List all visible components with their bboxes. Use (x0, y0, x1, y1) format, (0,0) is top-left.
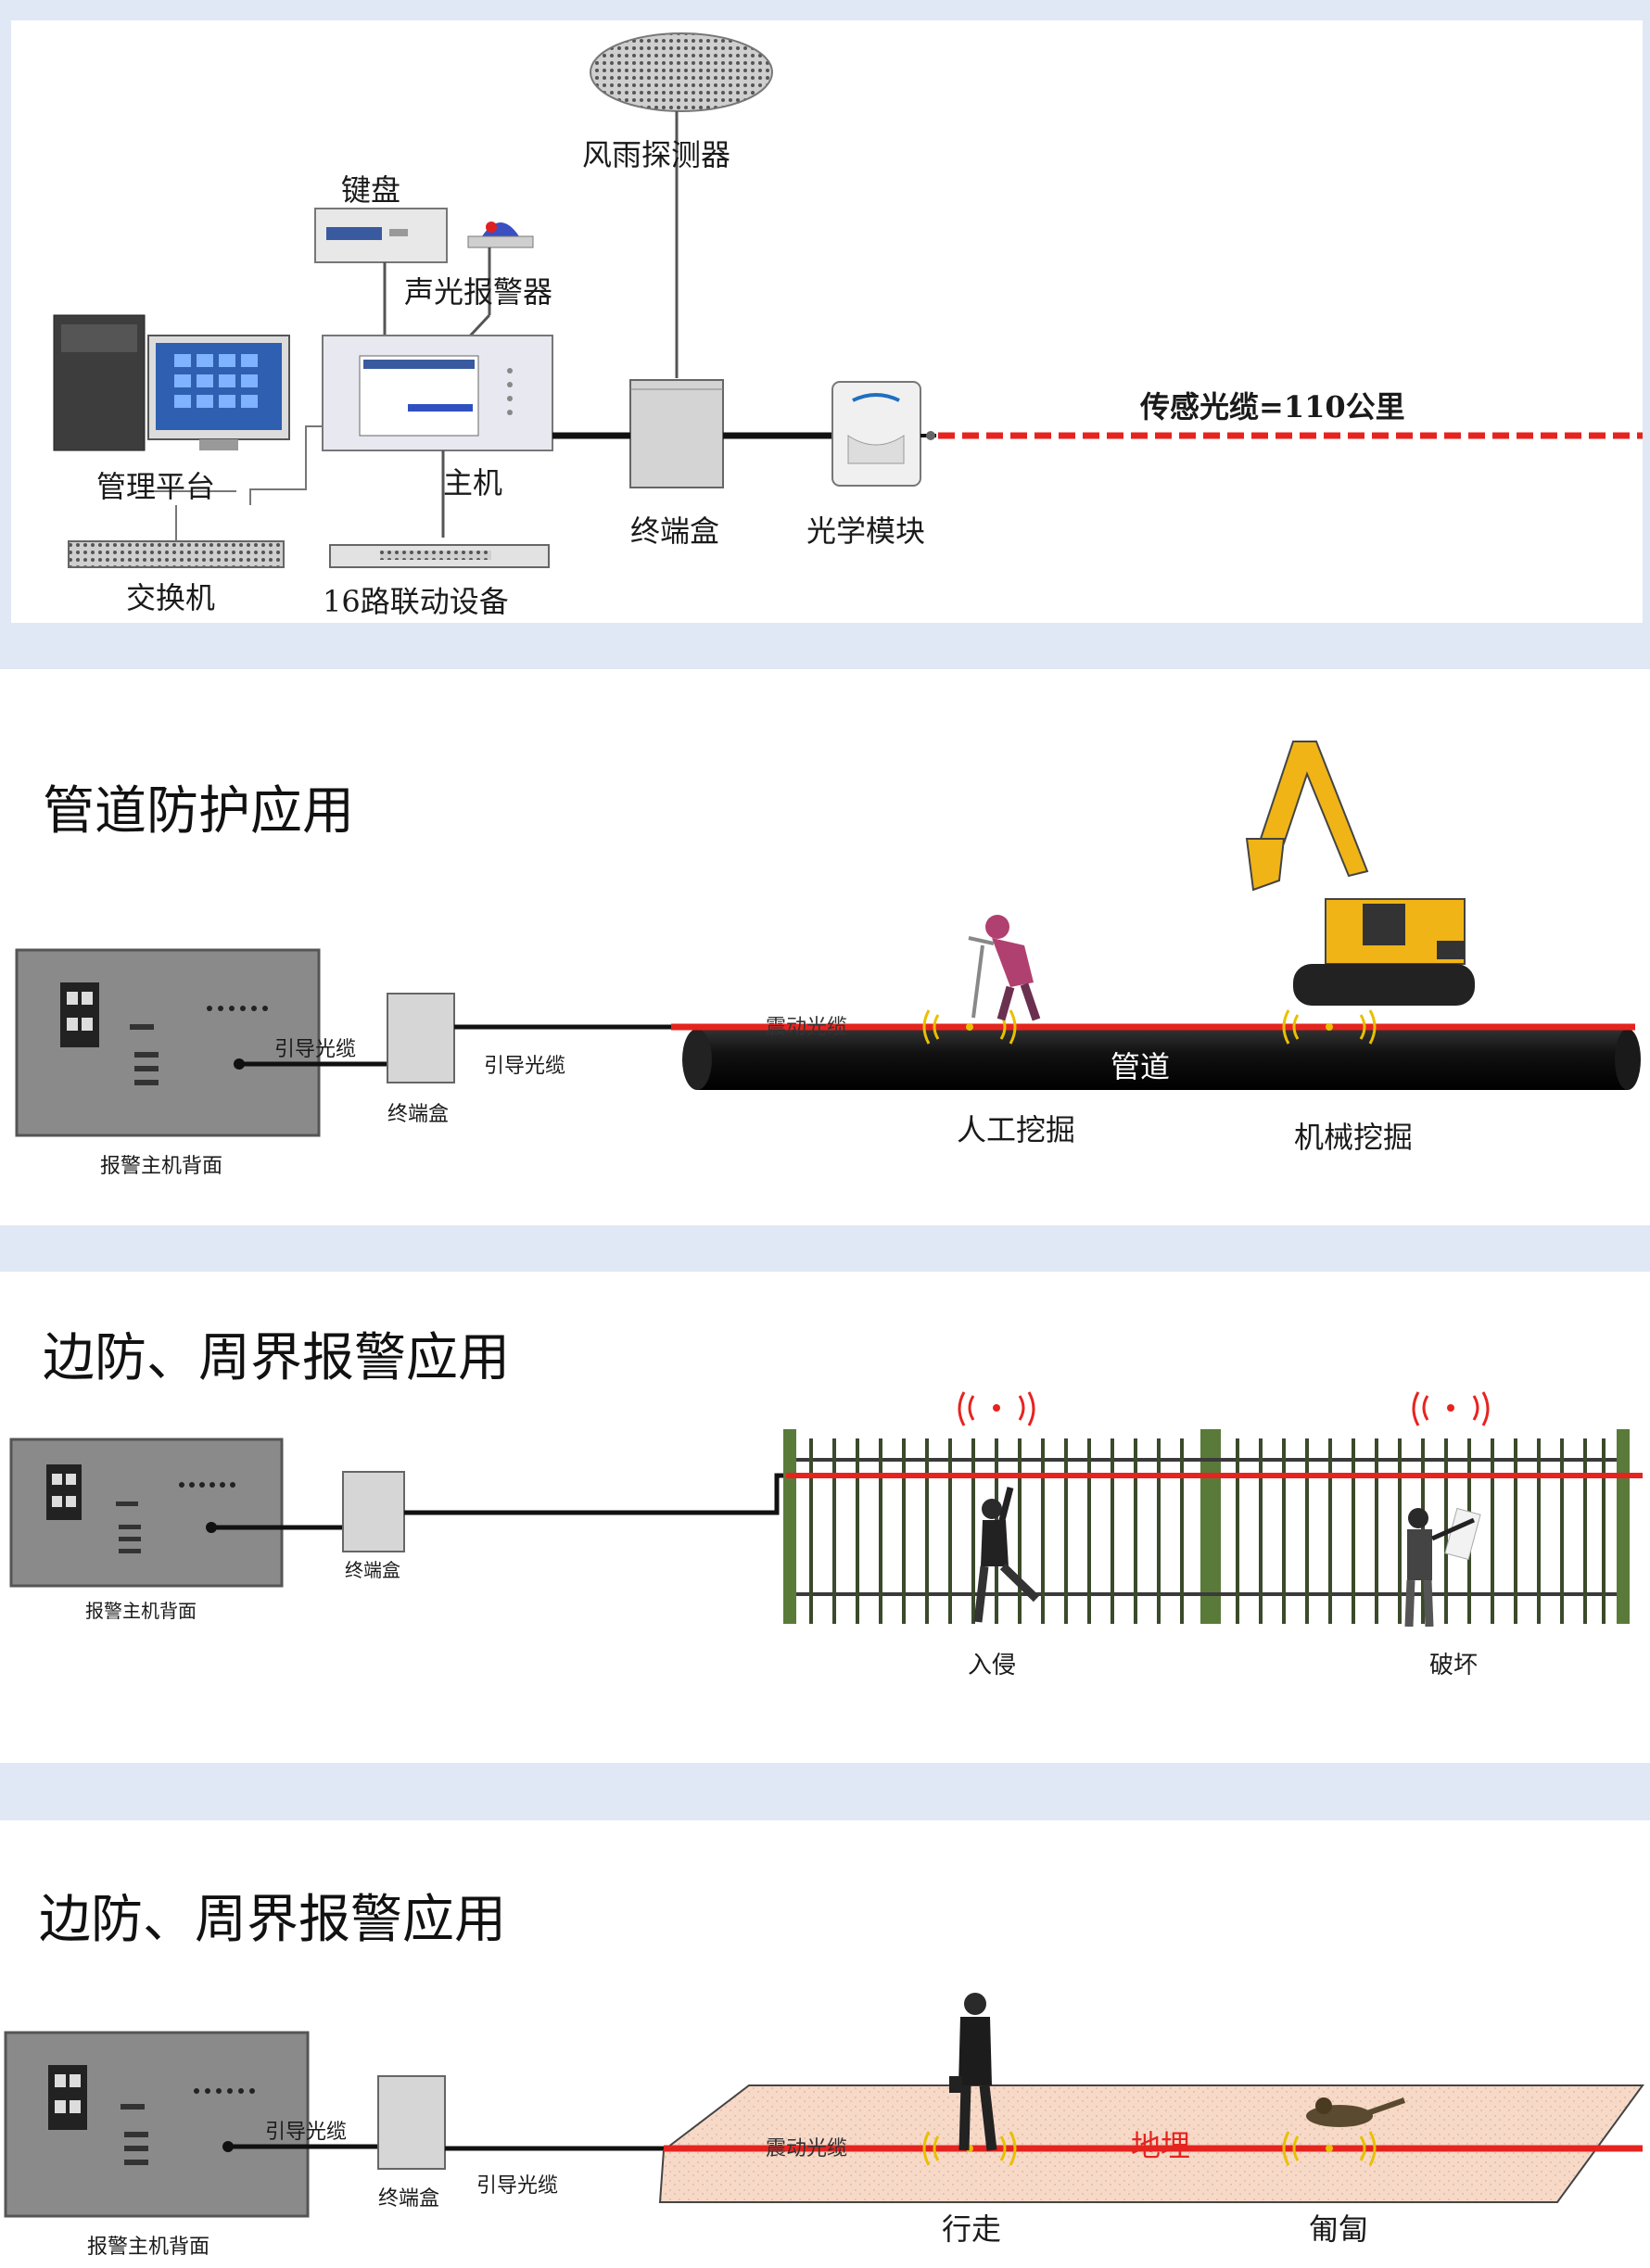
alarm-host-back-icon (9, 1438, 284, 1588)
buried-lead-cable-label-1: 引导光缆 (265, 2121, 348, 2144)
walking-person-icon (949, 1993, 997, 2151)
vandal-person-icon (1404, 1507, 1481, 1628)
switch-label: 交换机 (126, 580, 216, 615)
fence-terminal-box-label: 终端盒 (345, 1559, 400, 1581)
pipeline-lead-cable-label-1: 引导光缆 (274, 1038, 357, 1061)
intruder-person-icon (973, 1487, 1040, 1623)
terminal-box-icon (629, 379, 724, 488)
signal-icon (922, 1009, 1377, 1045)
pipeline-lead-cable-label-2: 引导光缆 (484, 1055, 566, 1078)
system-panel (11, 20, 1643, 623)
optical-module-icon (831, 381, 921, 487)
signal-icon (922, 2131, 1377, 2166)
pipe-icon (682, 1029, 1641, 1090)
manual-dig-label: 人工挖掘 (957, 1112, 1076, 1147)
signal-icon (958, 1391, 1490, 1426)
host-label: 主机 (443, 465, 503, 500)
alarm-light-label: 声光报警器 (404, 274, 553, 310)
walking-label: 行走 (942, 2211, 1002, 2247)
buried-terminal-box-label: 终端盒 (378, 2187, 440, 2211)
buried-label: 地埋 (1131, 2128, 1191, 2163)
crawling-person-icon (1306, 2097, 1405, 2127)
computer-icon (53, 314, 290, 451)
weather-detector-icon (590, 32, 773, 378)
linkage-device-label: 16路联动设备 (323, 584, 509, 619)
pipeline-host-back-label: 报警主机背面 (100, 1155, 223, 1178)
crawling-label: 匍匐 (1309, 2211, 1369, 2247)
optical-module-label: 光学模块 (806, 513, 926, 549)
fence-title: 边防、周界报警应用 (43, 1328, 510, 1388)
linkage-device-icon (329, 544, 550, 568)
manual-digger-person-icon (968, 915, 1041, 1021)
keyboard-label: 键盘 (341, 172, 401, 208)
fence-host-back-label: 报警主机背面 (85, 1600, 197, 1622)
alarm-host-back-icon (15, 948, 321, 1137)
buried-lead-cable-label-2: 引导光缆 (476, 2174, 559, 2198)
buried-vibration-cable-label: 震动光缆 (766, 2137, 848, 2160)
terminal-box-label: 终端盒 (630, 513, 720, 549)
terminal-box-icon (377, 2075, 446, 2170)
management-platform-label: 管理平台 (96, 469, 216, 504)
pipe-label: 管道 (1111, 1049, 1171, 1084)
alarm-light-icon (462, 222, 534, 345)
pipeline-title: 管道防护应用 (43, 781, 354, 842)
fence-icon (783, 1429, 1630, 1624)
alarm-host-back-icon (4, 2031, 310, 2218)
pipeline-terminal-box-label: 终端盒 (387, 1103, 450, 1126)
sensing-cable-label: 传感光缆=110公里 (1140, 389, 1405, 424)
damage-label: 破坏 (1429, 1652, 1479, 1679)
buried-ground-area (658, 2084, 1644, 2203)
weather-detector-label: 风雨探测器 (582, 137, 731, 172)
terminal-box-icon (387, 993, 455, 1083)
switch-icon (68, 505, 285, 568)
buried-host-back-label: 报警主机背面 (87, 2236, 210, 2259)
pipeline-vibration-cable-label: 震动光缆 (766, 1016, 848, 1039)
intrusion-label: 入侵 (968, 1652, 1017, 1679)
terminal-box-icon (342, 1471, 405, 1552)
keyboard-icon (314, 208, 448, 336)
machine-dig-label: 机械挖掘 (1294, 1120, 1414, 1155)
host-icon (322, 335, 553, 538)
buried-title: 边防、周界报警应用 (39, 1890, 506, 1950)
excavator-icon (1245, 741, 1475, 1006)
